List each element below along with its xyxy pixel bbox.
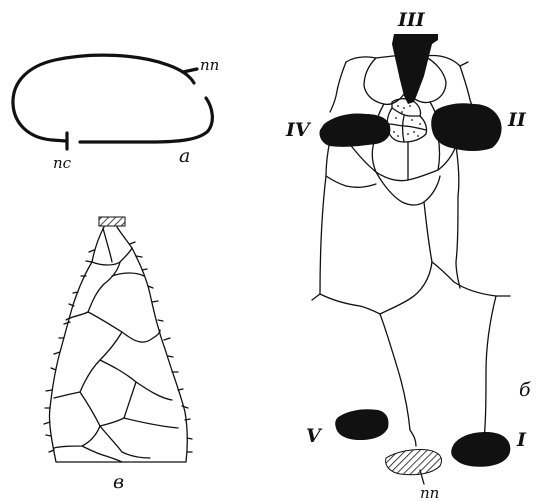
cell-wall: [320, 176, 326, 294]
hatched-bottom: [386, 449, 442, 474]
body-outline: [13, 55, 194, 141]
panel-b: III II IV V I пп б: [285, 9, 531, 501]
cell-wall: [312, 294, 320, 300]
label-pp-b: пп: [420, 484, 439, 501]
cell-wall: [460, 62, 468, 66]
group-II-dark: [431, 103, 501, 151]
cell-wall: [88, 312, 160, 342]
label-V: V: [306, 425, 323, 447]
panel-v-letter: в: [113, 471, 124, 493]
group-V-dark: [335, 409, 388, 440]
panel-a: пп пс а: [13, 55, 219, 172]
cell-wall: [320, 294, 380, 314]
cell-wall: [124, 418, 178, 428]
label-III: III: [397, 9, 426, 31]
label-pp-a: пп: [200, 56, 219, 74]
group-III-dark: [392, 34, 438, 104]
cell-wall: [410, 430, 416, 446]
cell-wall: [484, 296, 496, 440]
cell-wall: [380, 202, 432, 314]
cell-wall: [82, 446, 122, 462]
label-I: I: [516, 429, 527, 451]
cell-wall: [330, 62, 346, 112]
cell-wall: [54, 332, 122, 398]
label-II: II: [507, 109, 527, 131]
cell-wall: [326, 176, 376, 187]
label-IV: IV: [285, 119, 312, 141]
central-cells: [387, 99, 426, 142]
label-ps-a: пс: [53, 154, 72, 172]
cell-wall: [432, 262, 510, 296]
cell-wall: [100, 360, 172, 400]
cell-wall: [112, 273, 144, 276]
group-IV-dark: [319, 113, 390, 146]
cell-wall: [103, 228, 112, 262]
cell-wall: [456, 196, 460, 288]
panel-a-letter: а: [179, 145, 190, 167]
cell-wall: [380, 314, 410, 430]
cell-wall: [54, 392, 100, 448]
hatched-tip: [99, 217, 125, 226]
body-outline-lower: [80, 98, 212, 142]
cell-wall: [66, 262, 120, 320]
panel-v: в: [44, 217, 192, 493]
cell-wall: [100, 426, 150, 458]
pp-marker: [183, 69, 197, 72]
group-I-dark: [451, 432, 510, 467]
panel-b-letter: б: [519, 379, 531, 401]
